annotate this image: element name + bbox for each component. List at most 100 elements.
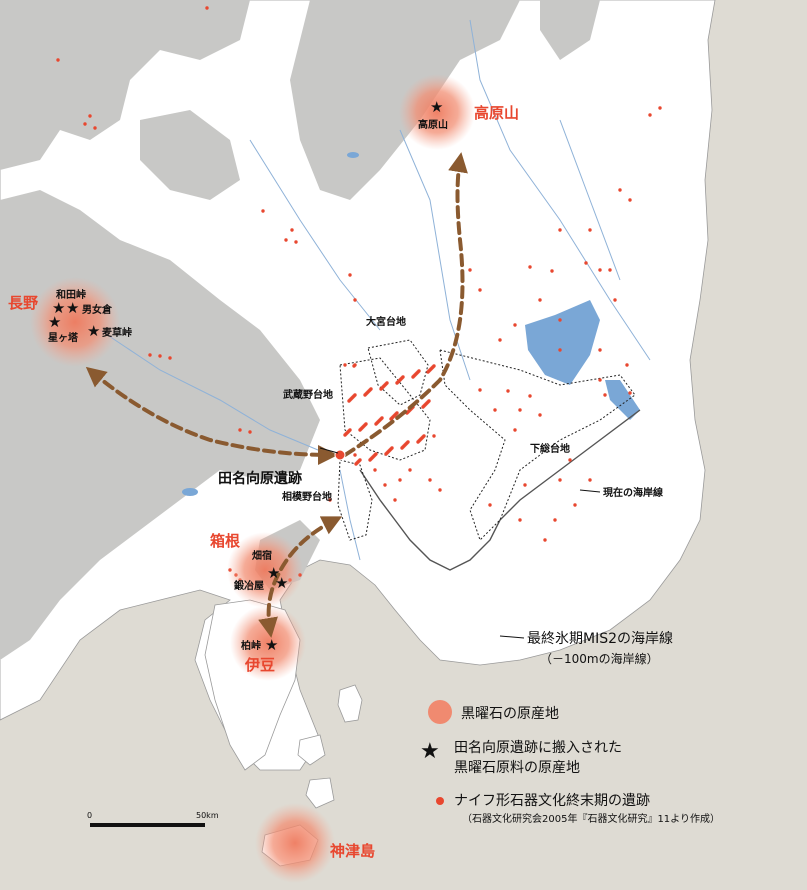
- site-dot: [598, 348, 602, 352]
- site-dot: [168, 356, 172, 360]
- site-dot: [553, 518, 557, 522]
- source-stars: ★ ★ ★ ★ ★ ★ ★ ★ ★: [48, 98, 443, 764]
- sub-wadatoge: 和田峠: [55, 288, 86, 301]
- site-dot: [513, 428, 517, 432]
- site-dot: [238, 428, 242, 432]
- site-dot: [628, 391, 632, 395]
- site-dot: [374, 422, 378, 426]
- lakes: [182, 152, 640, 496]
- site-dot: [518, 408, 522, 412]
- present-coastline: [359, 409, 641, 571]
- site-dot: [148, 353, 152, 357]
- site-dot: [628, 198, 632, 202]
- site-dot: [398, 478, 402, 482]
- site-dot: [558, 318, 562, 322]
- site-dot: [421, 405, 425, 409]
- site-dot: [411, 375, 415, 379]
- site-leader-line: [319, 447, 339, 454]
- star-icon: ★: [267, 564, 280, 582]
- tanamukaihara-site-marker: [334, 449, 346, 461]
- site-dot: [506, 389, 510, 393]
- legend-glow-swatch: [428, 700, 452, 724]
- site-dot: [352, 364, 356, 368]
- site-dot: [603, 393, 607, 397]
- site-dot: [426, 370, 430, 374]
- star-icon: ★: [66, 299, 79, 317]
- site-dot: [573, 503, 577, 507]
- site-dot: [528, 394, 532, 398]
- site-dot: [294, 240, 298, 244]
- label-hakone: 箱根: [210, 532, 240, 550]
- site-dot: [261, 209, 265, 213]
- site-dot: [658, 106, 662, 110]
- site-dot: [248, 430, 252, 434]
- lgm-coast-note: （－100mの海岸線）: [540, 651, 659, 666]
- plateau-omiya: 大宮台地: [366, 315, 406, 328]
- legend-dot-line: ナイフ形石器文化終末期の遺跡: [454, 793, 650, 809]
- site-dot: [205, 6, 209, 10]
- scale-bar: 0 50km: [87, 811, 219, 827]
- site-dot: [428, 478, 432, 482]
- label-kozushima: 神津島: [330, 842, 375, 860]
- legend-star-icon: ★: [420, 739, 440, 764]
- site-dot: [558, 228, 562, 232]
- svg-text:50km: 50km: [196, 811, 219, 820]
- site-dot: [416, 440, 420, 444]
- site-dot: [56, 58, 60, 62]
- site-dot: [384, 452, 388, 456]
- site-dot: [353, 453, 357, 457]
- site-dot: [432, 434, 436, 438]
- site-dot: [478, 288, 482, 292]
- site-dot: [393, 498, 397, 502]
- site-dot: [588, 228, 592, 232]
- legend-star-line1: 田名向原遺跡に搬入された: [454, 740, 622, 756]
- present-coast-label: 現在の海岸線: [603, 486, 663, 499]
- star-icon: ★: [275, 574, 288, 592]
- star-icon: ★: [87, 322, 100, 340]
- sub-kashiwatoge: 柏峠: [241, 639, 261, 652]
- site-dot: [284, 238, 288, 242]
- site-dot: [550, 269, 554, 273]
- site-dot: [93, 126, 97, 130]
- star-icon: ★: [48, 313, 61, 331]
- site-dot: [400, 446, 404, 450]
- site-dot: [523, 483, 527, 487]
- plateau-outlines: [337, 339, 636, 541]
- site-dot: [543, 538, 547, 542]
- lgm-coast-pointer: [499, 635, 525, 639]
- svg-text:0: 0: [87, 811, 92, 820]
- sub-hatajuku: 畑宿: [252, 549, 272, 562]
- site-dot: [588, 478, 592, 482]
- plateau-sagamino: 相模野台地: [282, 490, 332, 503]
- site-dot: [478, 388, 482, 392]
- site-dot: [158, 354, 162, 358]
- label-izu: 伊豆: [244, 656, 275, 674]
- site-dot: [538, 413, 542, 417]
- sub-takaharayama: 高原山: [418, 118, 448, 131]
- sub-hoshigato: 星ヶ塔: [48, 331, 79, 344]
- site-dot: [408, 468, 412, 472]
- site-dot: [328, 498, 332, 502]
- site-dot: [498, 338, 502, 342]
- site-dot: [598, 378, 602, 382]
- arrow-to-takaharayama: [343, 152, 468, 457]
- sub-mugikusatoge: 麦草峠: [102, 326, 132, 339]
- site-dot: [518, 518, 522, 522]
- site-dot: [438, 488, 442, 492]
- sub-omegura: 男女倉: [82, 303, 113, 316]
- arrow-to-nagano: [85, 366, 338, 465]
- site-dot: [568, 458, 572, 462]
- site-dot: [358, 428, 362, 432]
- plateau-musashino: 武蔵野台地: [283, 388, 333, 401]
- site-dot: [347, 399, 351, 403]
- legend-citation: （石器文化研究会2005年『石器文化研究』11より作成）: [462, 812, 720, 825]
- site-dot: [83, 122, 87, 126]
- land-area: [0, 0, 716, 771]
- site-dot: [625, 363, 629, 367]
- site-dot: [88, 114, 92, 118]
- site-dot: [343, 433, 347, 437]
- site-dot: [493, 408, 497, 412]
- site-dot: [368, 458, 372, 462]
- site-dot: [363, 393, 367, 397]
